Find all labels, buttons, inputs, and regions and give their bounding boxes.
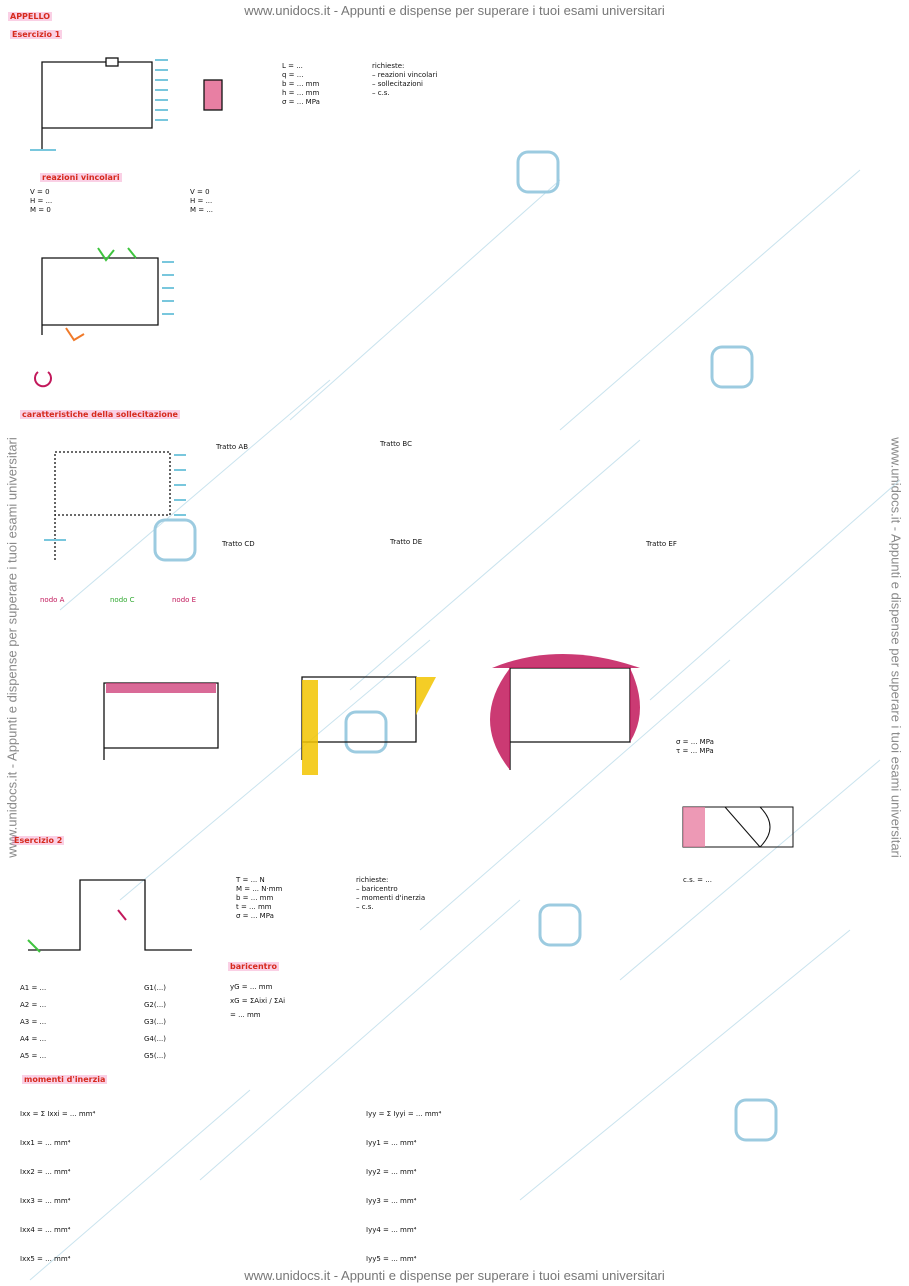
inertia-line: Ixx2 = ... mm⁴ <box>20 1168 71 1176</box>
inertia-right: Iyy = Σ Iyyi = ... mm⁴ Iyy1 = ... mm⁴ Iy… <box>366 1100 441 1274</box>
eqs-2: V = 0 H = ... M = ... <box>190 188 213 215</box>
area-line: A2 = ... <box>20 1001 47 1009</box>
inertia-line: Ixx5 = ... mm⁴ <box>20 1255 71 1263</box>
area-line: A5 = ... <box>20 1052 47 1060</box>
areas-list: A1 = ... A2 = ... A3 = ... A4 = ... A5 =… <box>20 980 46 1065</box>
stress-line: τ = ... MPa <box>676 747 714 755</box>
bari-line: xG = ΣAixi / ΣAi <box>230 997 286 1005</box>
stress-line: σ = ... MPa <box>676 738 714 746</box>
inertia-line: Iyy4 = ... mm⁴ <box>366 1226 417 1234</box>
actions-frame <box>54 451 171 560</box>
ex1-data-line: h = ... mm <box>282 89 320 97</box>
node-a: nodo A <box>40 596 65 604</box>
diagram-M <box>509 667 631 770</box>
ex1-requests: richieste: – reazioni vincolari – sollec… <box>372 62 437 98</box>
ex2-data-line: T = ... N <box>236 876 265 884</box>
ex2-data-line: M = ... N·mm <box>236 885 283 893</box>
ex1-request-line: richieste: <box>372 62 405 70</box>
section-baricentro: baricentro <box>228 962 279 971</box>
eq-line: H = ... <box>30 197 53 205</box>
node-c: nodo C <box>110 596 135 604</box>
area-line: A4 = ... <box>20 1035 47 1043</box>
area-line: A1 = ... <box>20 984 47 992</box>
ex1-data: L = ... q = ... b = ... mm h = ... mm σ … <box>282 62 320 107</box>
tratto-bc: Tratto BC <box>380 440 412 448</box>
ex1-frame <box>41 57 223 150</box>
tratto-ef: Tratto EF <box>646 540 677 548</box>
centroid-line: G4(...) <box>144 1035 167 1043</box>
tratto-de: Tratto DE <box>390 538 423 546</box>
centroid-line: G3(...) <box>144 1018 167 1026</box>
tratto-ab: Tratto AB <box>216 443 249 451</box>
bari-line: = ... mm <box>230 1011 261 1019</box>
section-actions: caratteristiche della sollecitazione <box>20 410 180 419</box>
ex2-request-line: richieste: <box>356 876 389 884</box>
eq-line: V = 0 <box>30 188 50 196</box>
section-ex2: Esercizio 2 <box>12 836 65 845</box>
inertia-line: Iyy2 = ... mm⁴ <box>366 1168 417 1176</box>
reactions-frame <box>41 257 159 335</box>
ex1-data-line: b = ... mm <box>282 80 320 88</box>
inertia-line: Ixx = Σ Ixxi = ... mm⁴ <box>20 1110 96 1118</box>
ex1-supports <box>30 59 168 151</box>
eq-line: M = 0 <box>30 206 51 214</box>
inertia-line: Ixx1 = ... mm⁴ <box>20 1139 71 1147</box>
inertia-line: Iyy5 = ... mm⁴ <box>366 1255 417 1263</box>
section-reactions: reazioni vincolari <box>40 173 122 182</box>
baricentro-eq: yG = ... mm xG = ΣAixi / ΣAi = ... mm <box>230 980 285 1022</box>
diagram-T <box>301 676 417 760</box>
cs-value: c.s. = ... <box>683 876 712 884</box>
section-ex1: Esercizio 1 <box>10 30 63 39</box>
eqs-1: V = 0 H = ... M = 0 <box>30 188 52 215</box>
inertia-line: Iyy3 = ... mm⁴ <box>366 1197 417 1205</box>
stress-values: σ = ... MPa τ = ... MPa <box>676 738 714 756</box>
centroid-line: G2(...) <box>144 1001 167 1009</box>
ex2-data: T = ... N M = ... N·mm b = ... mm t = ..… <box>236 876 282 921</box>
inertia-line: Ixx4 = ... mm⁴ <box>20 1226 71 1234</box>
bari-line: yG = ... mm <box>230 983 273 991</box>
eq-line: V = 0 <box>190 188 210 196</box>
ex1-request-line: – reazioni vincolari <box>372 71 438 79</box>
diagram-N <box>103 682 219 760</box>
watermark-bottom: www.unidocs.it - Appunti e dispense per … <box>244 1268 665 1283</box>
eq-line: H = ... <box>190 197 213 205</box>
node-e: nodo E <box>172 596 197 604</box>
ex1-data-line: σ = ... MPa <box>282 98 320 106</box>
ex2-requests: richieste: – baricentro – momenti d'iner… <box>356 876 425 912</box>
centroids-list: G1(...) G2(...) G3(...) G4(...) G5(...) <box>144 980 166 1065</box>
area-line: A3 = ... <box>20 1018 47 1026</box>
ex2-request-line: – baricentro <box>356 885 398 893</box>
watermark-top: www.unidocs.it - Appunti e dispense per … <box>244 3 665 18</box>
header-title: APPELLO <box>8 12 53 21</box>
eq-line: M = ... <box>190 206 214 214</box>
inertia-left: Ixx = Σ Ixxi = ... mm⁴ Ixx1 = ... mm⁴ Ix… <box>20 1100 95 1274</box>
ex2-profile <box>28 879 192 951</box>
centroid-line: G5(...) <box>144 1052 167 1060</box>
ex1-data-line: q = ... <box>282 71 304 79</box>
tratto-cd: Tratto CD <box>222 540 255 548</box>
ex2-data-line: b = ... mm <box>236 894 274 902</box>
ex1-request-line: – sollecitazioni <box>372 80 423 88</box>
ex2-request-line: – momenti d'inerzia <box>356 894 426 902</box>
ex2-data-line: σ = ... MPa <box>236 912 274 920</box>
inertia-line: Iyy = Σ Iyyi = ... mm⁴ <box>366 1110 442 1118</box>
watermark-logos <box>153 150 778 1142</box>
section-inertia: momenti d'inerzia <box>22 1075 108 1084</box>
ex1-request-line: – c.s. <box>372 89 390 97</box>
inertia-line: Ixx3 = ... mm⁴ <box>20 1197 71 1205</box>
ex2-data-line: t = ... mm <box>236 903 272 911</box>
watermark-lines <box>29 169 901 1281</box>
ex2-request-line: – c.s. <box>356 903 374 911</box>
centroid-line: G1(...) <box>144 984 167 992</box>
ex1-data-line: L = ... <box>282 62 303 70</box>
inertia-line: Iyy1 = ... mm⁴ <box>366 1139 417 1147</box>
